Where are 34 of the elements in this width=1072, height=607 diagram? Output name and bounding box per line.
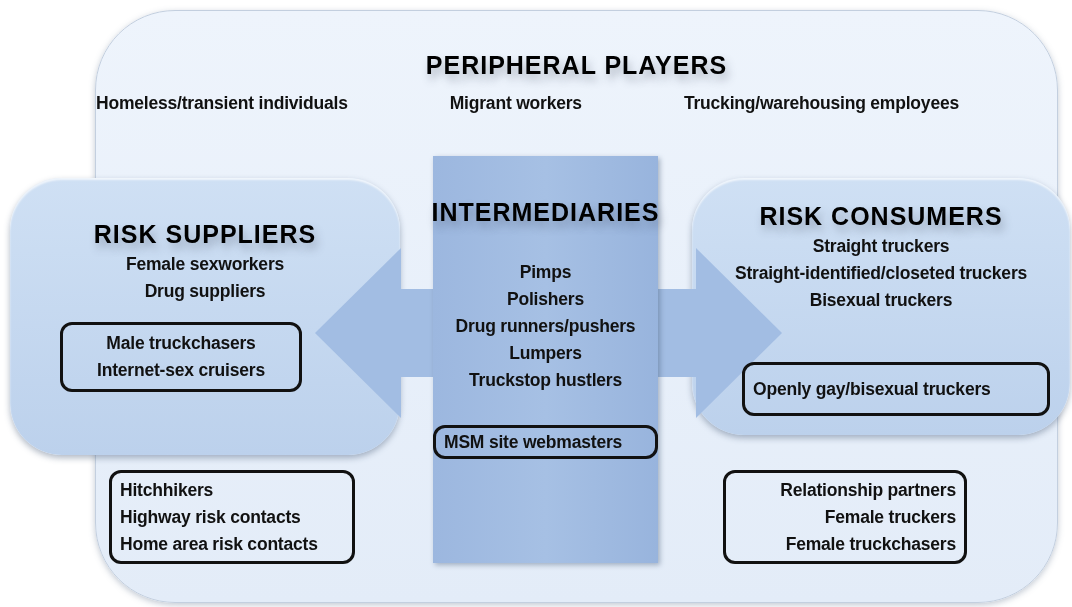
list-item: Home area risk contacts — [120, 532, 318, 556]
column-panel — [433, 156, 658, 563]
list-item: Drug runners/pushers — [455, 315, 636, 338]
list-item: Lumpers — [509, 342, 582, 365]
outlined-box — [60, 322, 302, 392]
list-item: Trucking/warehousing employees — [683, 92, 959, 115]
list-item: Polishers — [507, 288, 584, 311]
list-item: Hitchhikers — [120, 478, 214, 502]
list-item: Straight-identified/closeted truckers — [734, 262, 1028, 285]
list-item: Openly gay/bisexual truckers — [753, 377, 991, 401]
list-item: Female truckers — [824, 505, 956, 529]
outlined-box — [433, 425, 658, 459]
list-item: Male truckchasers — [106, 332, 256, 355]
list-item: Pimps — [519, 261, 572, 284]
list-item: Drug suppliers — [144, 280, 266, 303]
list-item: MSM site webmasters — [444, 430, 623, 454]
list-item: Homeless/transient individuals — [96, 92, 348, 115]
list-item: Migrant workers — [449, 92, 582, 115]
group-panel — [10, 178, 400, 455]
list-item: Relationship partners — [780, 478, 956, 502]
list-item: Female truckchasers — [785, 532, 956, 556]
list-item: Bisexual truckers — [809, 289, 953, 312]
section-heading: PERIPHERAL PLAYERS — [425, 51, 728, 80]
list-item: Internet-sex cruisers — [97, 359, 265, 382]
list-item: Straight truckers — [812, 235, 950, 258]
outlined-box — [742, 362, 1050, 416]
section-heading: RISK SUPPLIERS — [93, 220, 317, 249]
section-heading: RISK CONSUMERS — [759, 202, 1003, 231]
list-item: Truckstop hustlers — [469, 369, 622, 392]
outlined-box — [109, 470, 355, 564]
outlined-box — [723, 470, 967, 564]
section-heading: INTERMEDIARIES — [431, 198, 660, 227]
list-item: Highway risk contacts — [120, 505, 301, 529]
list-item: Female sexworkers — [125, 253, 285, 276]
